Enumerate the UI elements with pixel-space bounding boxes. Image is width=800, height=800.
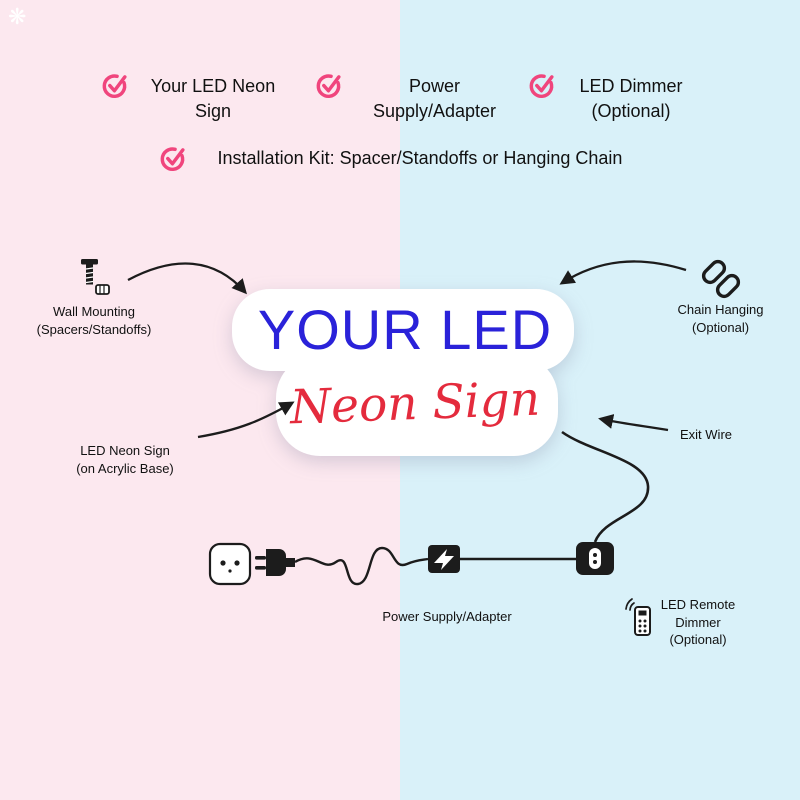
remote-control-icon	[625, 598, 651, 636]
chain-hanging-line2: (Optional)	[691, 319, 750, 335]
wall-mounting-label: Wall Mounting (Spacers/Standoffs)	[10, 303, 178, 338]
exit-wire-label: Exit Wire	[666, 426, 746, 444]
wall-mounting-line1: Wall Mounting	[53, 304, 135, 319]
led-remote-line2: Dimmer	[675, 614, 721, 630]
check-icon	[316, 74, 341, 98]
chain-hanging-label: Chain Hanging (Optional)	[648, 301, 793, 336]
led-neon-sign-line2: (on Acrylic Base)	[76, 460, 174, 476]
led-remote-line1: LED Remote	[660, 597, 736, 612]
led-remote-line3: (Optional)	[669, 632, 727, 648]
check-icon	[102, 74, 127, 98]
led-neon-sign-label: LED Neon Sign (on Acrylic Base)	[45, 442, 205, 477]
exit-wire-line1: Exit Wire	[680, 427, 732, 442]
checklist-item-dimmer: LED Dimmer (Optional)	[579, 76, 683, 122]
led-neon-sign-line1: LED Neon Sign	[80, 443, 170, 458]
sign-headline: YOUR LED	[257, 298, 553, 361]
led-remote-dimmer-label: LED Remote Dimmer (Optional)	[650, 596, 746, 649]
check-icon	[160, 147, 185, 171]
chain-hanging-line1: Chain Hanging	[677, 302, 764, 317]
checklist-item-neon-sign: Your LED Neon Sign	[150, 76, 276, 122]
check-icon	[529, 74, 554, 98]
checklist-item-power-supply: Power Supply/Adapter	[372, 76, 497, 122]
wall-mounting-line2: (Spacers/Standoffs)	[36, 321, 152, 337]
screw-standoff-icon	[81, 259, 110, 295]
checklist-item-installation-kit: Installation Kit: Spacer/Standoffs or Ha…	[217, 148, 623, 168]
power-supply-label: Power Supply/Adapter	[352, 608, 542, 626]
chain-link-icon	[701, 259, 741, 299]
sign-script-text: Neon Sign	[289, 371, 541, 436]
corner-logo-icon: ❋	[8, 4, 27, 29]
power-supply-line1: Power Supply/Adapter	[382, 609, 512, 624]
